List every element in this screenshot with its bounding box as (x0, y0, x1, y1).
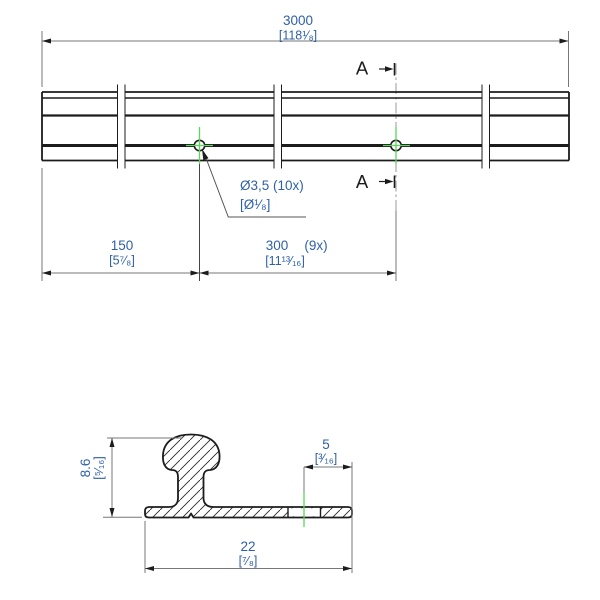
dim-first-hole-mm: 150 (111, 238, 134, 253)
dim-overall-length-in: [118¹⁄₈] (279, 29, 317, 43)
dim-height-mm: 8.6 (78, 459, 93, 478)
hole-callout-in: [Ø¹⁄₈] (240, 197, 270, 212)
rail-profile (144, 433, 353, 519)
dim-height-in: [⁵⁄₁₆] (92, 456, 106, 479)
hole-2-crosshair (383, 127, 410, 164)
arrowheads-section (109, 438, 352, 571)
hole-1-crosshair (186, 127, 213, 164)
break-lines (117, 84, 490, 169)
dim-spacing-count: (9x) (304, 238, 327, 253)
section-view (103, 433, 353, 573)
dim-spacing-in: [11¹³⁄₁₆] (265, 254, 305, 268)
dim-hole-edge-mm: 5 (322, 437, 330, 452)
section-marker-bottom (379, 175, 396, 188)
section-label-bottom: A (356, 171, 369, 192)
dim-width-in: [⁷⁄₈] (239, 554, 258, 568)
hole-centerlines (186, 127, 410, 164)
section-marker-top (379, 63, 396, 76)
arrowheads-top (42, 38, 569, 276)
dimension-lines-top (41, 31, 569, 281)
dim-hole-edge-in: [³⁄₁₆] (315, 452, 337, 466)
dim-spacing-mm: 300 (266, 238, 289, 253)
hole-leader-line (203, 151, 306, 218)
dimension-labels: 3000 [118¹⁄₈] 150 [5⁷⁄₈] 300 (9x) [11¹³⁄… (78, 13, 337, 568)
section-label-top: A (356, 58, 369, 79)
top-view (41, 31, 570, 281)
dim-overall-length-mm: 3000 (283, 13, 313, 28)
hole-callout-mm: Ø3,5 (10x) (240, 178, 304, 193)
dim-width-mm: 22 (240, 539, 255, 554)
base-hole-edges (287, 507, 322, 518)
dimension-lines-section (103, 437, 353, 573)
dim-first-hole-in: [5⁷⁄₈] (109, 254, 135, 268)
